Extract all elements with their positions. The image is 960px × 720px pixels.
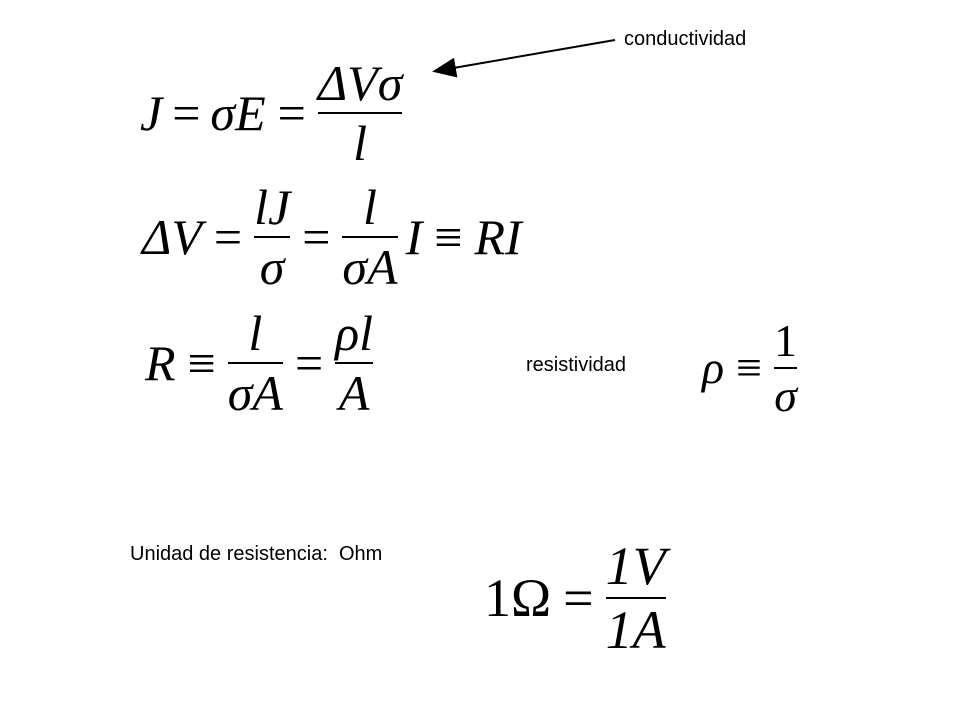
- eq5-numerator: 1V: [605, 535, 666, 596]
- eq5-fraction: 1V 1A: [605, 535, 666, 661]
- eq1-equals-2: =: [277, 85, 306, 141]
- eq3-fraction-2: ρl A: [335, 304, 374, 422]
- eq2-equiv: ≡: [434, 209, 463, 265]
- resistividad-label: resistividad: [526, 354, 627, 376]
- eq2-numerator-1: lJ: [254, 179, 291, 235]
- eq2-equals-2: =: [302, 209, 331, 265]
- unidad-resistencia-label: Unidad de resistencia: Ohm: [130, 543, 383, 565]
- conductividad-label: conductividad: [624, 28, 747, 50]
- eq3-numerator-2: ρl: [335, 305, 374, 361]
- eq3-numerator-1: l: [248, 305, 263, 361]
- eq3-equiv: ≡: [187, 335, 216, 391]
- eq2-denominator-1: σ: [259, 239, 285, 295]
- eq1-equals: =: [172, 85, 201, 141]
- eq3-lhs: R: [145, 335, 176, 391]
- equation-voltage: ΔV = lJ σ = l σA I ≡ RI: [142, 179, 522, 295]
- eq3-equals: =: [294, 335, 324, 391]
- eq2-fraction-bar-2: [342, 236, 398, 238]
- eq1-sigma-e: σE: [210, 85, 266, 141]
- eq3-fraction-bar-2: [335, 362, 374, 364]
- eq2-fraction-bar-1: [254, 236, 291, 238]
- eq1-fraction: ΔVσ l: [317, 54, 403, 172]
- equation-resistance: R ≡ l σA = ρl A: [145, 305, 374, 421]
- eq4-equiv: ≡: [736, 342, 763, 393]
- eq2-equals: =: [213, 209, 243, 265]
- eq2-fraction-2: l σA: [342, 178, 398, 296]
- eq3-denominator-2: A: [338, 365, 370, 421]
- eq5-equals: =: [563, 567, 594, 628]
- eq1-lhs: J: [140, 85, 163, 141]
- eq4-numerator: 1: [774, 314, 798, 366]
- eq4-fraction-bar: [774, 366, 798, 369]
- eq3-fraction-bar-1: [227, 362, 283, 364]
- equation-resistivity: ρ ≡ 1 σ: [702, 315, 798, 421]
- eq4-lhs: ρ: [702, 342, 725, 393]
- eq4-fraction: 1 σ: [774, 314, 798, 422]
- eq2-current: I: [405, 209, 423, 265]
- eq5-fraction-bar: [605, 596, 666, 599]
- eq2-lhs: ΔV: [142, 209, 202, 265]
- eq2-fraction-1: lJ σ: [254, 178, 291, 296]
- eq1-fraction-bar: [317, 112, 403, 114]
- eq5-lhs: 1Ω: [484, 567, 552, 628]
- eq3-denominator-1: σA: [227, 365, 283, 421]
- eq2-numerator-2: l: [363, 179, 377, 235]
- eq4-denominator: σ: [774, 369, 797, 421]
- equation-ohm: 1Ω = 1V 1A: [484, 536, 666, 660]
- equation-current-density: J = σE = ΔVσ l: [140, 55, 403, 171]
- eq5-denominator: 1A: [605, 599, 666, 660]
- eq2-denominator-2: σA: [342, 239, 398, 295]
- eq3-fraction-1: l σA: [227, 304, 283, 422]
- eq2-rhs: RI: [474, 209, 522, 265]
- eq1-denominator: l: [353, 115, 368, 171]
- eq1-numerator: ΔVσ: [317, 55, 403, 111]
